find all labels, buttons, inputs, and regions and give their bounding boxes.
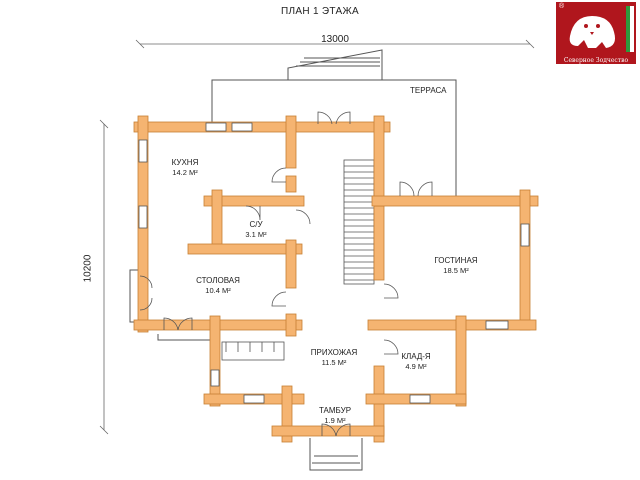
room-name: ГОСТИНАЯ — [434, 256, 478, 265]
dimension-lines — [99, 39, 535, 435]
doors — [139, 111, 433, 437]
room-dining: СТОЛОВАЯ 10.4 M² — [186, 276, 250, 296]
room-area: 1.9 M² — [324, 416, 346, 425]
room-living: ГОСТИНАЯ 18.5 M² — [424, 256, 488, 276]
room-area: 10.4 M² — [205, 286, 231, 295]
room-kitchen: КУХНЯ 14.2 M² — [160, 158, 210, 178]
room-name: СТОЛОВАЯ — [196, 276, 240, 285]
room-area: 11.5 M² — [321, 358, 347, 367]
staircase — [343, 159, 375, 285]
company-logo: ® Северное Зодчество — [556, 2, 636, 64]
room-name: ТАМБУР — [318, 406, 352, 415]
plan-title: ПЛАН 1 ЭТАЖА — [281, 6, 359, 17]
room-area: 18.5 M² — [443, 266, 469, 275]
room-storage: КЛАД-Я 4.9 M² — [394, 352, 438, 372]
room-vestibule: ТАМБУР 1.9 M² — [310, 406, 360, 426]
room-hallway: ПРИХОЖАЯ 11.5 M² — [302, 348, 366, 368]
terrace-label: ТЕРРАСА — [410, 86, 447, 95]
room-name: КУХНЯ — [171, 158, 199, 167]
bear-logo-icon — [556, 2, 636, 64]
room-bathroom: С/У 3.1 M² — [236, 220, 276, 240]
room-name: ПРИХОЖАЯ — [310, 348, 358, 357]
logo-caption: Северное Зодчество — [563, 57, 629, 64]
room-area: 3.1 M² — [245, 230, 267, 239]
room-area: 14.2 M² — [172, 168, 198, 177]
registered-mark: ® — [559, 3, 565, 10]
width-dimension: 13000 — [321, 34, 349, 45]
room-area: 4.9 M² — [405, 362, 427, 371]
room-name: КЛАД-Я — [401, 352, 431, 361]
room-name: С/У — [249, 220, 263, 229]
height-dimension: 10200 — [82, 254, 94, 283]
terrace-outline — [129, 49, 457, 471]
windows — [138, 122, 530, 404]
